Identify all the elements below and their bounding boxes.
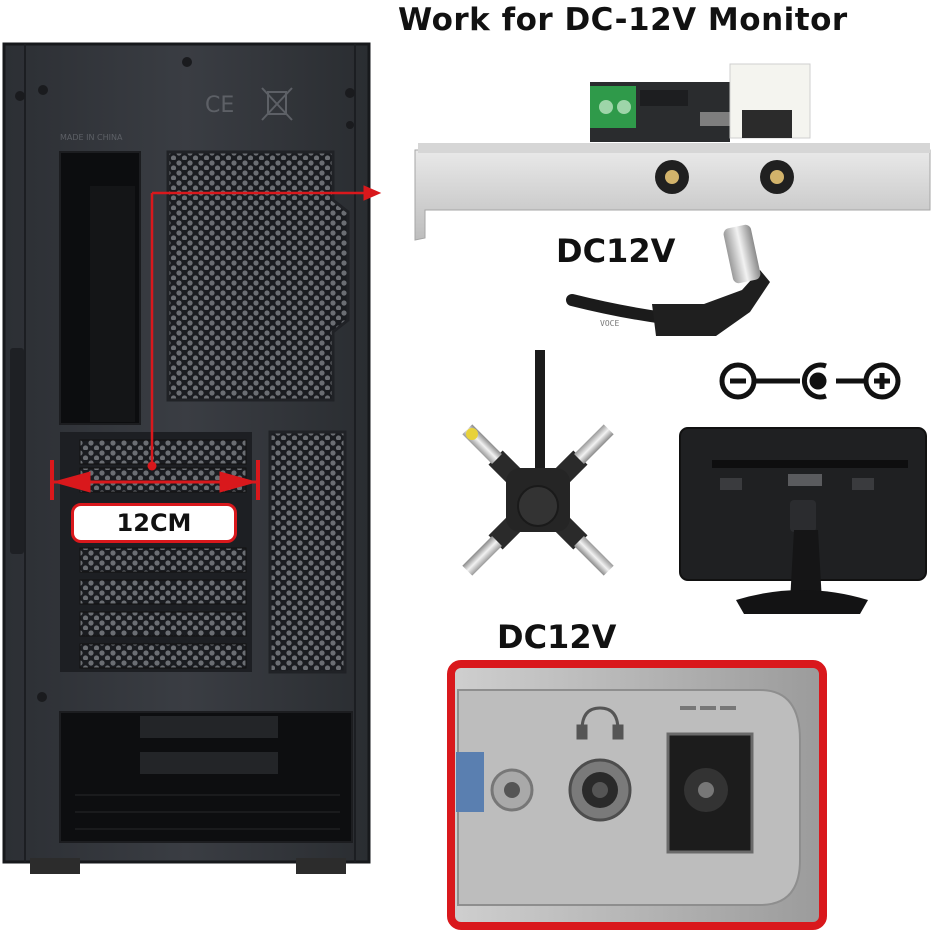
weee-bin-icon [261, 87, 293, 121]
dc-cable-plug: VOCE [566, 224, 770, 336]
dc12v-port-label: DC12V [497, 618, 617, 656]
page-title: Work for DC-12V Monitor [398, 2, 848, 38]
headphone-icon [576, 706, 624, 740]
pc-case-back: MADE IN CHINA CE [2, 42, 371, 874]
cable-print-text: VOCE [600, 319, 619, 328]
width-dimension-label: 12CM [71, 503, 237, 543]
dimension-arrows [50, 185, 382, 500]
polarity-symbol [719, 362, 901, 400]
monitor-port-closeup [447, 660, 827, 930]
made-in-text: MADE IN CHINA [60, 133, 123, 142]
monitor-rear-view [679, 427, 927, 614]
dc12v-cable-label: DC12V [556, 232, 676, 270]
pci-bracket-adapter [414, 63, 931, 241]
expansion-slots [79, 439, 247, 669]
ce-mark: CE [205, 93, 234, 118]
dc-splitter-cable [462, 350, 614, 576]
